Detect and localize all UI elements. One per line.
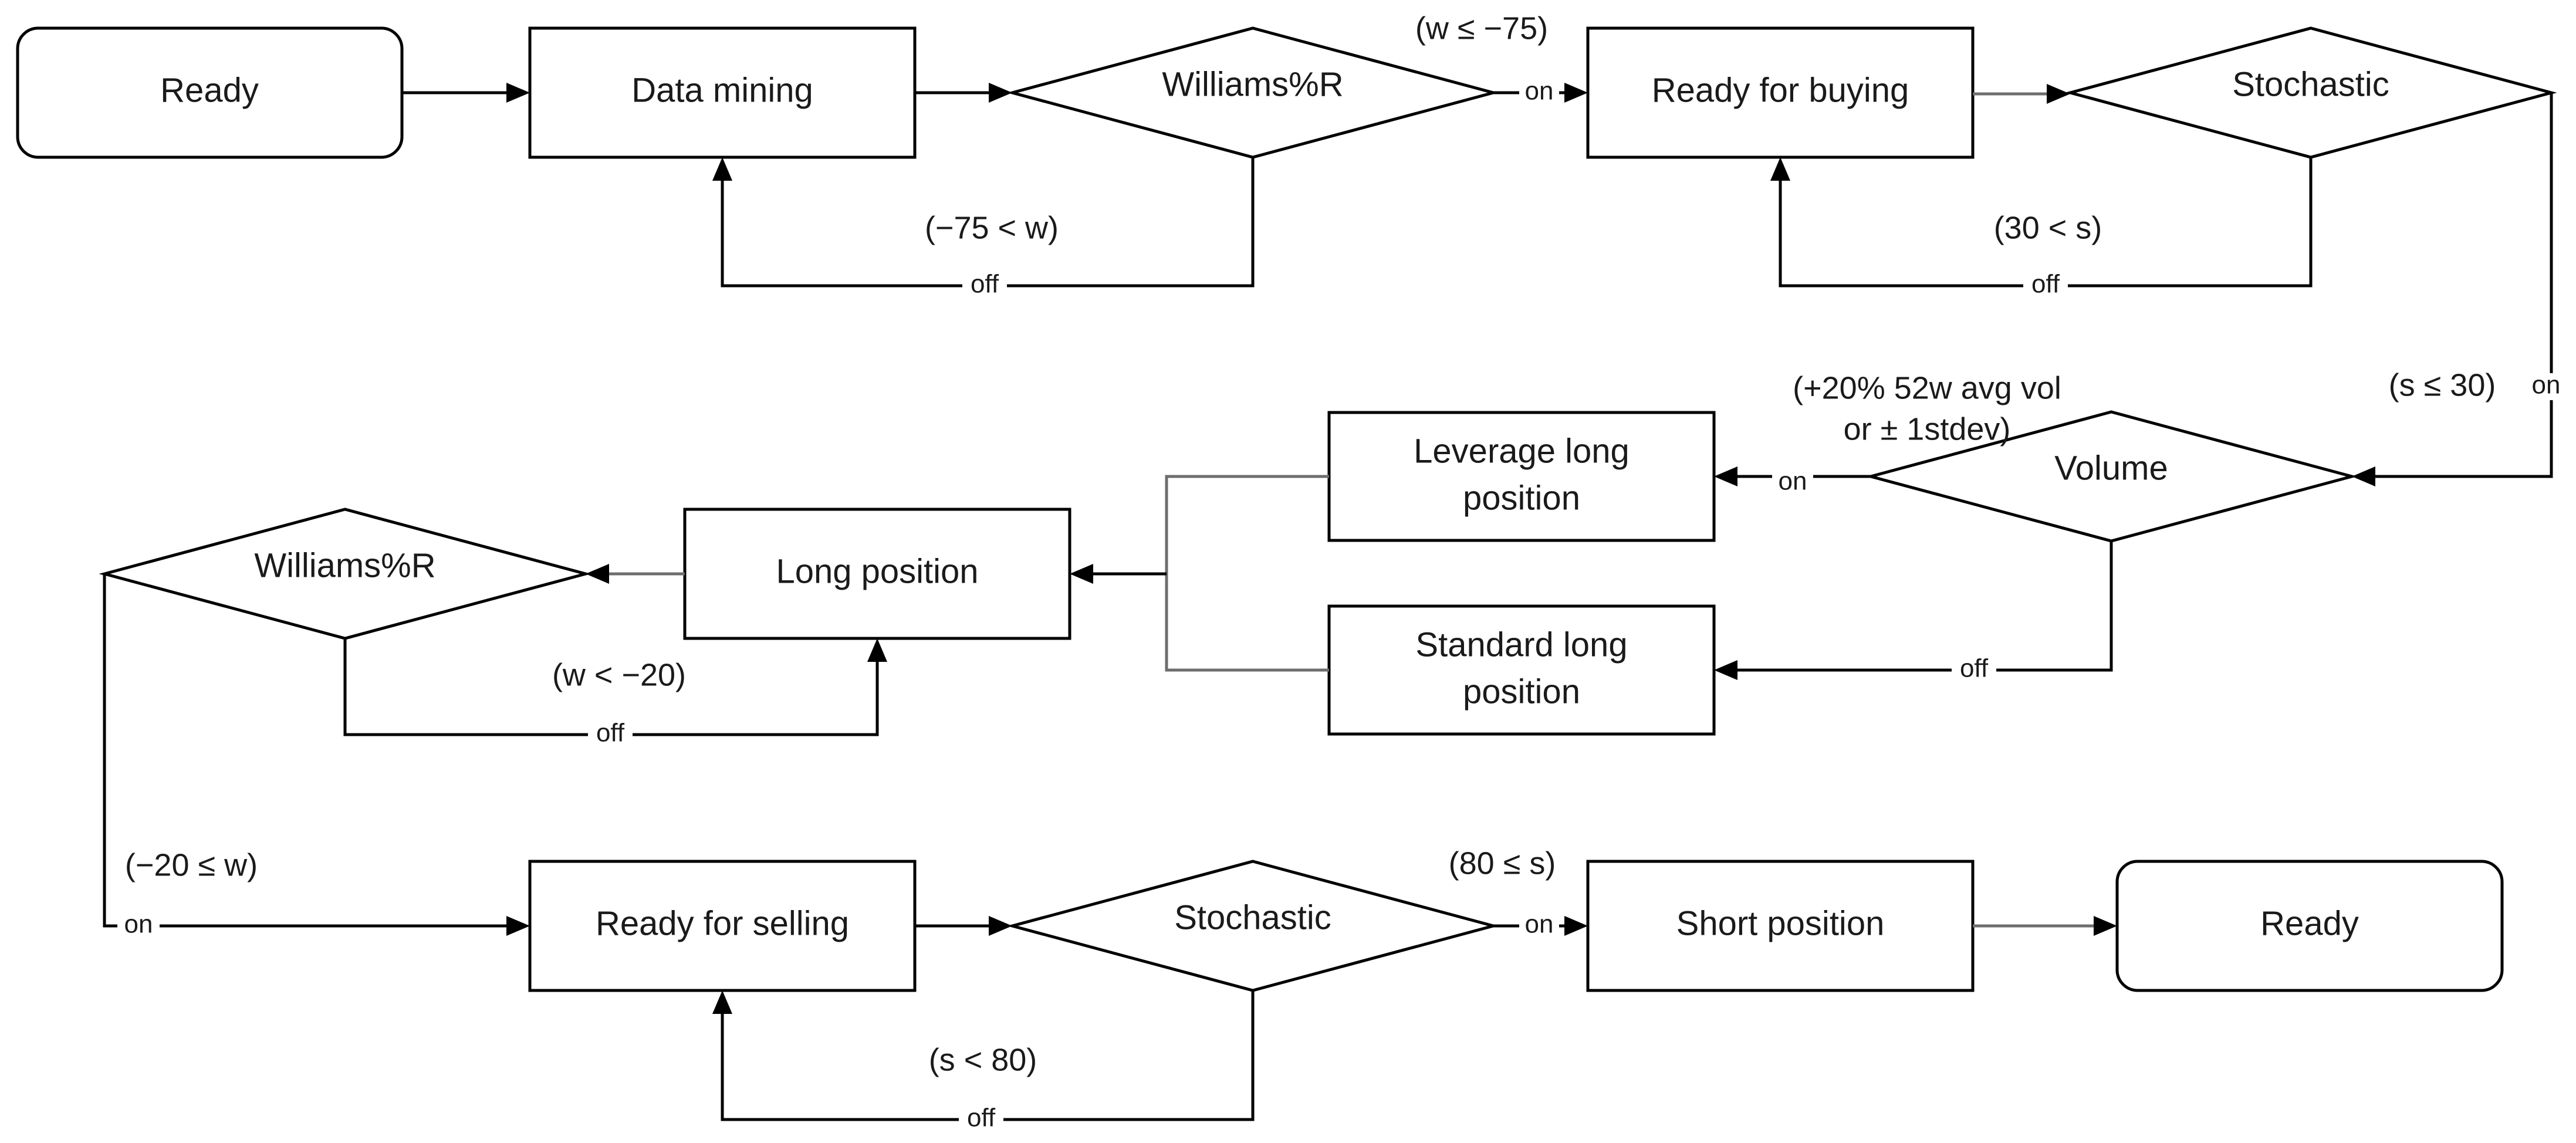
node-ready-for-selling: Ready for selling: [528, 860, 917, 992]
edge-long-positions-merge: [1070, 475, 1329, 672]
node-leverage-long-position: Leverage long position: [1327, 411, 1716, 542]
condition-neg20-le-w: (−20 ≤ w): [125, 847, 258, 882]
decision-williams-r-2-label: Williams%R: [254, 546, 435, 584]
svg-text:on: on: [1525, 77, 1554, 106]
node-ready-end-label: Ready: [2260, 904, 2359, 942]
condition-80-le-s: (80 ≤ s): [1449, 846, 1556, 881]
edge-ready-for-buying-to-stochastic-1: [1973, 84, 2070, 104]
condition-volume-line2: or ± 1stdev): [1844, 411, 2011, 447]
edge-tag-volume-on: on: [1772, 467, 1813, 496]
edge-short-position-to-ready: [1973, 916, 2117, 936]
node-short-position: Short position: [1586, 860, 1975, 992]
edge-stochastic-1-on: [2352, 93, 2553, 486]
svg-text:on: on: [124, 910, 153, 939]
condition-w-le-neg75: (w ≤ −75): [1415, 11, 1548, 46]
edge-tag-stochastic-2-off: off: [959, 1104, 1003, 1133]
svg-text:off: off: [967, 1104, 996, 1132]
decision-williams-r-1: Williams%R: [1006, 26, 1499, 159]
decision-stochastic-1-label: Stochastic: [2232, 65, 2389, 103]
node-standard-long-line1: Standard long: [1415, 625, 1627, 664]
node-short-position-label: Short position: [1676, 904, 1885, 942]
decision-volume-label: Volume: [2054, 449, 2168, 487]
condition-w-lt-neg20: (w < −20): [552, 657, 686, 692]
edge-ready-for-selling-to-stochastic-2: [915, 916, 1012, 936]
edge-tag-stochastic-1-on: on: [2526, 371, 2567, 400]
edge-williams-r-2-on: [103, 574, 530, 936]
edge-long-position-to-williams-r-2: [586, 564, 685, 584]
node-leverage-long-line2: position: [1463, 479, 1580, 517]
decision-volume: Volume: [1865, 410, 2358, 543]
condition-s-le-30: (s ≤ 30): [2389, 367, 2496, 403]
node-ready-for-buying: Ready for buying: [1586, 26, 1975, 159]
edge-tag-williams-r-1-off: off: [962, 270, 1007, 299]
svg-text:off: off: [2031, 270, 2060, 299]
node-ready-for-selling-label: Ready for selling: [596, 904, 849, 942]
edge-ready-to-data-mining: [402, 83, 530, 103]
edge-volume-off: [1714, 541, 2113, 680]
svg-text:off: off: [596, 719, 625, 748]
condition-neg75-lt-w: (−75 < w): [925, 210, 1059, 245]
node-ready-start: Ready: [16, 26, 404, 159]
svg-text:on: on: [2532, 371, 2561, 400]
edge-tag-stochastic-2-on: on: [1519, 910, 1559, 939]
svg-text:off: off: [1960, 654, 1989, 683]
decision-stochastic-2: Stochastic: [1006, 860, 1499, 992]
node-long-position: Long position: [683, 508, 1071, 640]
node-leverage-long-line1: Leverage long: [1414, 432, 1630, 470]
condition-30-lt-s: (30 < s): [1994, 210, 2102, 245]
edge-data-mining-to-williams-r-1: [915, 83, 1012, 103]
condition-s-lt-80: (s < 80): [929, 1042, 1037, 1077]
node-ready-end: Ready: [2115, 860, 2504, 992]
decision-stochastic-1: Stochastic: [2064, 26, 2557, 159]
edge-tag-williams-r-1-on: on: [1519, 77, 1559, 106]
node-data-mining: Data mining: [528, 26, 917, 159]
edge-tag-williams-r-2-off: off: [588, 719, 633, 748]
node-long-position-label: Long position: [776, 552, 978, 590]
decision-williams-r-1-label: Williams%R: [1162, 65, 1343, 103]
decision-stochastic-2-label: Stochastic: [1174, 898, 1331, 936]
svg-text:off: off: [971, 270, 999, 299]
edge-tag-stochastic-1-off: off: [2023, 270, 2068, 299]
svg-text:on: on: [1525, 910, 1554, 939]
edge-tag-volume-off: off: [1952, 654, 1996, 684]
node-standard-long-position: Standard long position: [1327, 604, 1716, 736]
svg-text:on: on: [1779, 467, 1807, 496]
node-ready-for-buying-label: Ready for buying: [1652, 71, 1909, 109]
condition-volume-line1: (+20% 52w avg vol: [1793, 370, 2061, 405]
node-data-mining-label: Data mining: [631, 71, 813, 109]
edge-tag-williams-r-2-on: on: [117, 910, 160, 939]
node-ready-start-label: Ready: [160, 71, 259, 109]
node-standard-long-line2: position: [1463, 672, 1580, 711]
decision-williams-r-2: Williams%R: [99, 508, 591, 640]
